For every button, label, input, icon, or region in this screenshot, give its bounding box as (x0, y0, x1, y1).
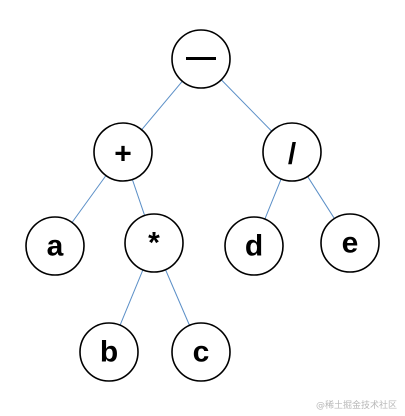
tree-node-b: b (79, 322, 139, 382)
tree-node-a: a (25, 216, 85, 276)
node-circle-div (262, 122, 322, 182)
node-circle-a (25, 216, 85, 276)
edge-div-e (307, 176, 335, 219)
node-label-e: e (342, 227, 359, 260)
node-label-mul: * (148, 227, 160, 260)
edge-minus-plus (141, 80, 183, 131)
watermark-text: @稀土掘金技术社区 (315, 401, 397, 411)
node-circle-e (320, 213, 380, 273)
tree-edges (71, 79, 335, 326)
edge-plus-mul (131, 179, 146, 216)
node-circle-plus (93, 122, 153, 182)
tree-node-c: c (171, 322, 231, 382)
edge-mul-b (119, 269, 144, 326)
tree-node-div: / (262, 122, 322, 182)
edge-div-d (264, 178, 282, 220)
edge-mul-c (165, 269, 190, 326)
node-label-div: / (288, 138, 297, 171)
node-circle-minus (171, 29, 231, 89)
node-label-minus: — (186, 41, 216, 74)
tree-node-d: d (224, 216, 284, 276)
tree-node-mul: * (124, 213, 184, 273)
node-label-a: a (47, 230, 64, 263)
node-circle-c (171, 322, 231, 382)
node-circle-d (224, 216, 284, 276)
node-label-plus: + (114, 138, 132, 171)
node-label-c: c (193, 336, 210, 369)
edge-plus-a (71, 175, 107, 223)
tree-nodes: — + / a * d e b c (25, 29, 380, 382)
edge-minus-div (220, 79, 273, 132)
node-label-d: d (245, 230, 263, 263)
node-label-b: b (100, 336, 118, 369)
tree-node-e: e (320, 213, 380, 273)
tree-node-minus: — (171, 29, 231, 89)
node-circle-mul (124, 213, 184, 273)
tree-node-plus: + (93, 122, 153, 182)
node-circle-b (79, 322, 139, 382)
